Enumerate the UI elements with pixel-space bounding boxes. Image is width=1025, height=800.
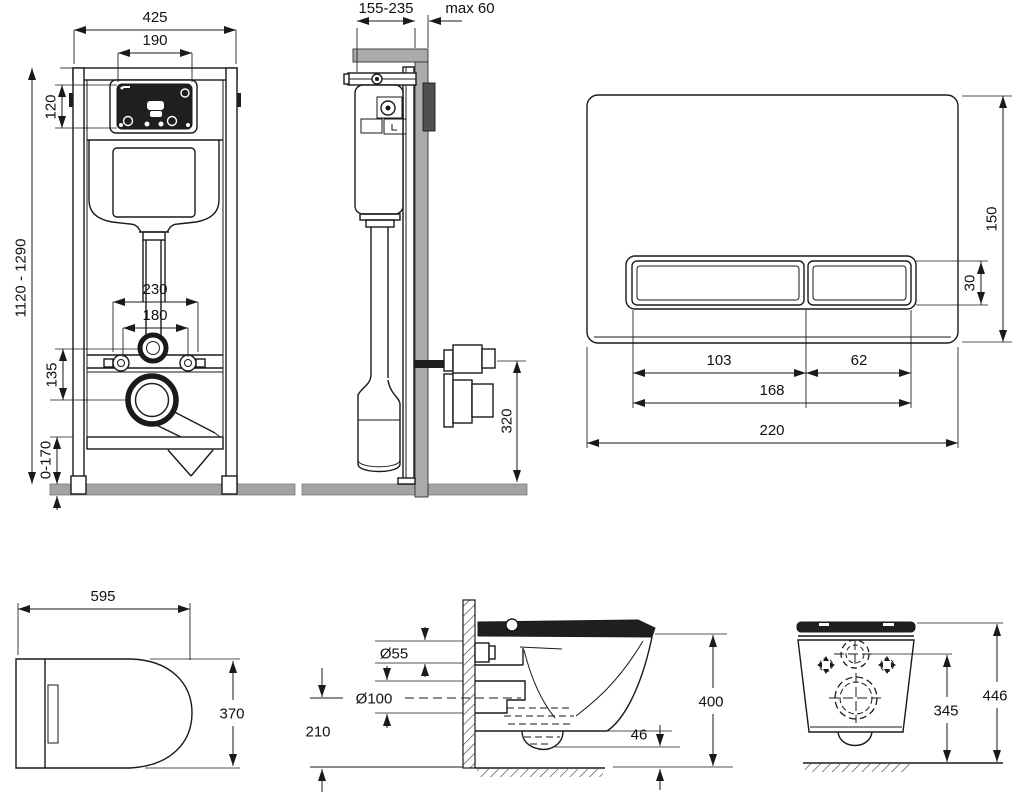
dim-fixing-spacing-outer: 230: [142, 281, 167, 298]
dim-button-height: 30: [961, 275, 978, 292]
bowl-top-view: 595 370: [15, 588, 245, 769]
flush-elbow: [357, 373, 401, 473]
frame-side-view: 155-235 max 60 320: [301, 0, 528, 498]
dim-bowl-width: 370: [219, 705, 244, 722]
floor-hatch: [477, 769, 603, 777]
button-frame: [625, 255, 917, 310]
dim-outlet-center-height: 210: [305, 723, 330, 740]
dim-inlet-to-outlet: 135: [43, 362, 60, 387]
wall-top-bar: [352, 48, 429, 63]
fixing-bolt-left: [112, 354, 130, 372]
bowl-outline-rear: [797, 639, 915, 733]
dim-plate-width: 220: [759, 422, 784, 439]
frame-tab-left: [69, 93, 73, 107]
dim-fixing-spacing-inner: 180: [142, 307, 167, 324]
wall-section: [462, 599, 476, 769]
dim-plate-height: 150: [983, 206, 1000, 231]
seat-hinge: [505, 618, 519, 632]
flush-button-small: [807, 260, 912, 306]
trap-bottom: [521, 730, 564, 751]
floor-side: [301, 483, 528, 496]
dim-frame-total-width: 425: [142, 9, 167, 26]
soil-connection: [475, 680, 526, 714]
inlet-pipe-through-wall: [414, 360, 444, 368]
inlet-hole-rear: [834, 639, 876, 669]
fixing-point-left: [817, 656, 835, 674]
outlet-hole-rear: [829, 673, 883, 723]
trap-bump-rear: [837, 731, 873, 747]
dim-buttons-width: 168: [759, 382, 784, 399]
dim-small-button-width: 62: [851, 352, 868, 369]
dim-mounting-depth-range: 155-235: [358, 0, 413, 17]
dim-total-height: 446: [982, 687, 1007, 704]
seat-edge-rear: [796, 621, 916, 633]
dim-outlet-diameter: Ø100: [356, 690, 393, 707]
adjustable-foot-left: [70, 475, 87, 495]
cistern-side: [354, 84, 404, 215]
dim-fixing-height: 345: [933, 702, 958, 719]
water-connection-fitting: [481, 348, 496, 369]
frame-front-view: 425 190 1120 - 1290 120 230 180 135 0-17…: [12, 9, 296, 510]
outlet-connection-fitting: [471, 383, 494, 418]
floor-front: [49, 483, 296, 496]
bowl-front-profile: [606, 636, 653, 732]
dim-bowl-length: 595: [90, 588, 115, 605]
bowl-rear-view: 345 446: [796, 621, 1008, 772]
dim-frame-height-range: 1120 - 1290: [12, 239, 29, 318]
dim-max-wall-thickness: max 60: [445, 0, 494, 17]
dim-window-height: 120: [42, 94, 59, 119]
fixing-bolt-right: [179, 354, 197, 372]
bowl-outline-top: [15, 658, 193, 769]
flush-inlet-stub: [474, 642, 490, 663]
wall-side: [414, 61, 429, 498]
dim-inlet-diameter: Ø55: [380, 645, 408, 662]
floor-hatch-rear: [805, 764, 911, 772]
flush-valve-detail: [147, 101, 164, 110]
seat-lid-side: [477, 619, 656, 638]
bowl-side-view: Ø55 Ø100 210 400 46: [305, 599, 733, 792]
flush-valve-detail: [150, 111, 162, 117]
frame-tab-right: [237, 93, 241, 107]
dim-large-button-width: 103: [706, 352, 731, 369]
wall-bracket-plate: [422, 82, 436, 132]
flush-plate-view: 150 30 103 62 168 220: [586, 94, 1012, 448]
fixing-point-right: [878, 656, 896, 674]
flush-button-large: [631, 260, 805, 306]
water-level-lines: [504, 707, 574, 745]
dim-window-width: 190: [142, 32, 167, 49]
dim-outlet-height: 320: [498, 408, 515, 433]
cistern-front: [88, 140, 220, 233]
dim-trap-offset: 46: [631, 726, 648, 743]
dim-foot-adjust-range: 0-170: [37, 441, 54, 479]
dim-bowl-height: 400: [698, 693, 723, 710]
adjustable-foot-right: [221, 475, 238, 495]
